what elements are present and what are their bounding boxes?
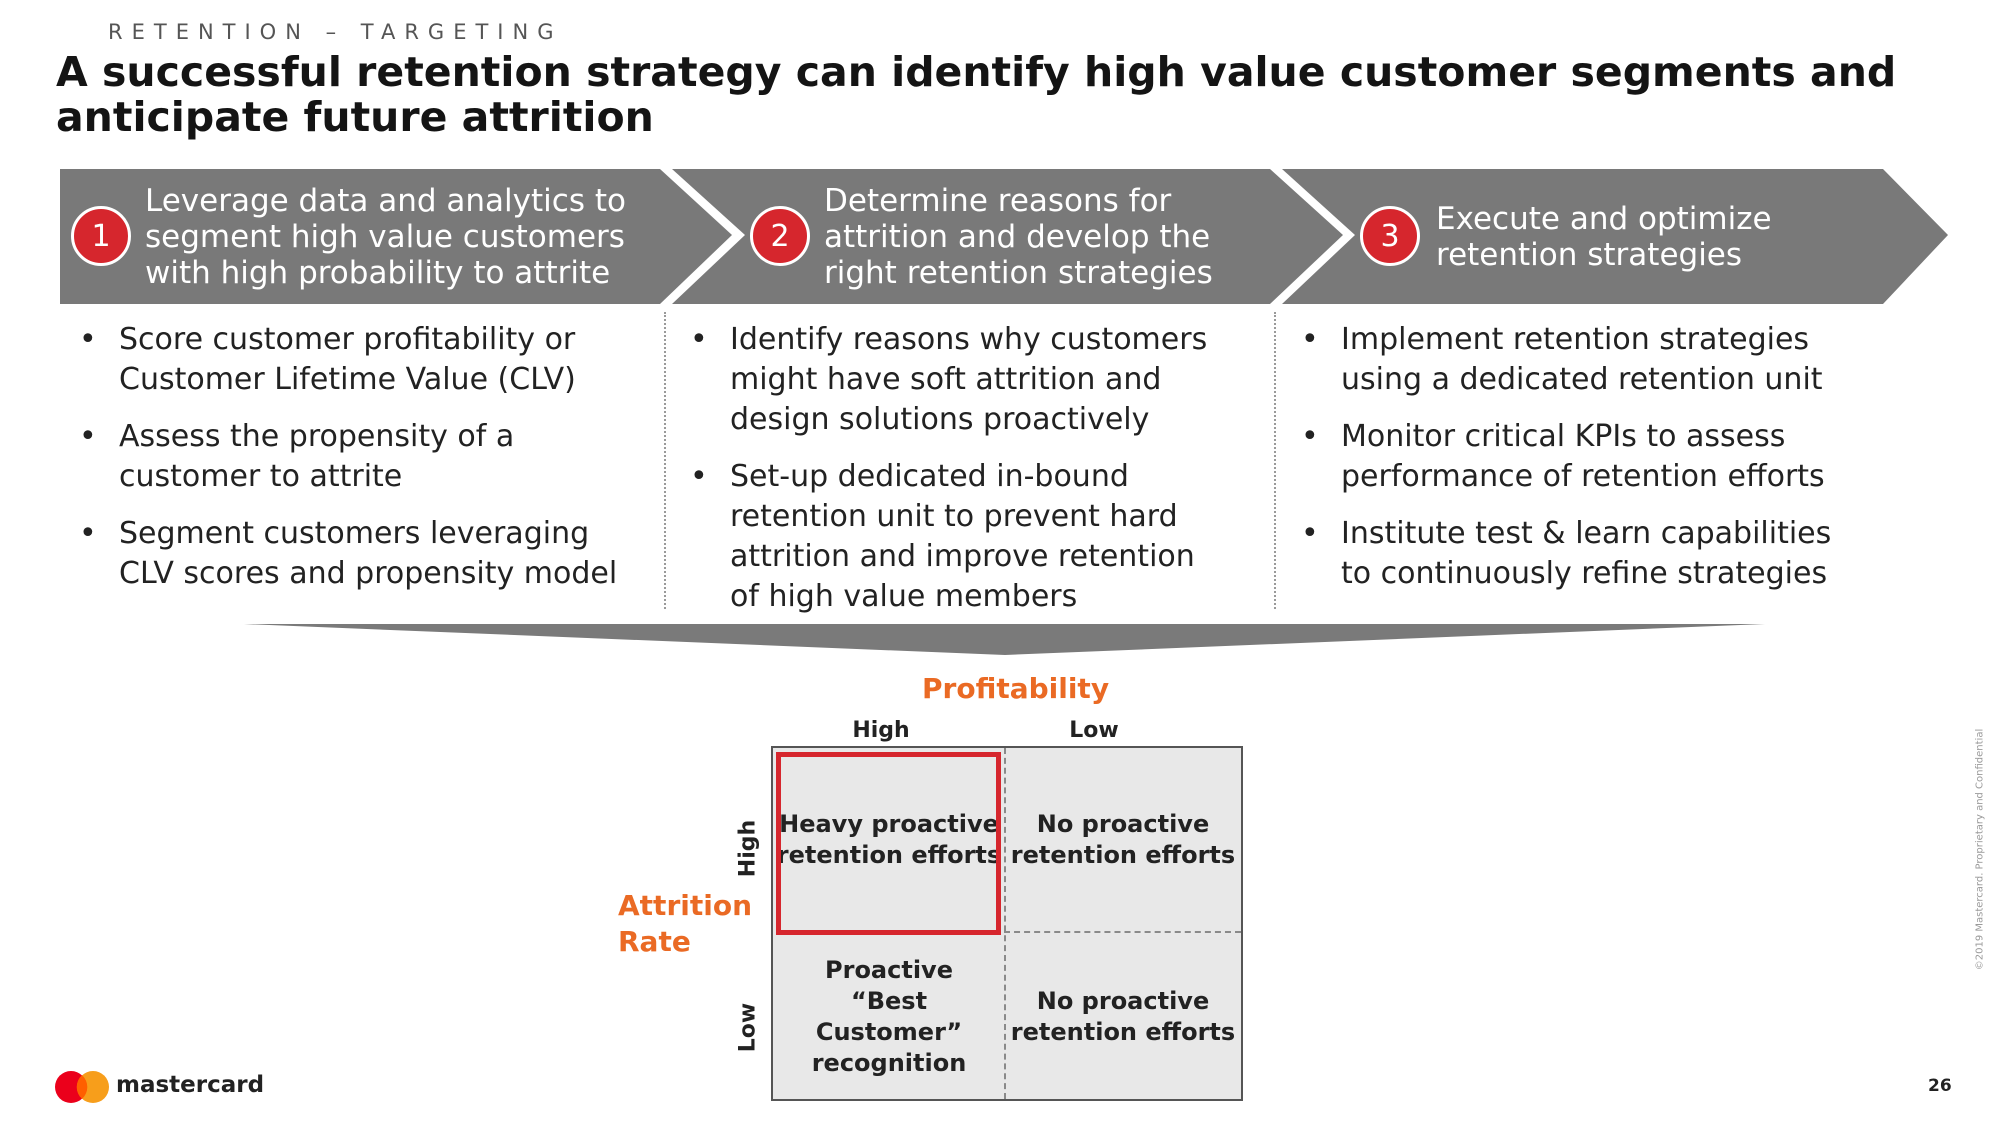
step-1-title: Leverage data and analytics to segment h… [145,183,626,291]
funnel-bar [244,624,1765,655]
step-2-title-line: Determine reasons for [824,183,1172,219]
matrix-horizontal-divider [1004,931,1241,933]
row-header-low: Low [735,1002,761,1053]
step-2-title-line: right retention strategies [824,255,1213,291]
step-2-title-line: attrition and develop the [824,219,1211,255]
step-1-bullets: Score customer profitability orCustomer … [79,320,617,611]
bullet-item: Score customer profitability orCustomer … [79,320,617,400]
mastercard-logo-icon [55,1071,109,1103]
step-1-title-line: with high probability to attrite [145,255,611,291]
matrix-cell-high-high: Heavy proactive retention efforts [776,810,1002,869]
matrix-cell-low-high: Proactive “Best Customer” recognition [811,955,967,1077]
step-1-number-badge: 1 [71,206,131,266]
step-1-title-line: segment high value customers [145,219,625,255]
column-divider [664,312,666,609]
matrix-vertical-divider [1004,748,1006,1099]
section-eyebrow: RETENTION – TARGETING [108,20,563,44]
copyright-notice: ©2019 Mastercard. Proprietary and Confid… [1974,728,1986,971]
attrition-rate-axis-label: Attrition Rate [618,888,752,960]
matrix-cell-high-low: No proactive retention efforts [1010,810,1236,869]
step-1-title-line: Leverage data and analytics to [145,183,626,219]
step-3-title-line: Execute and optimize [1436,201,1772,237]
chevron-step-1 [60,169,732,304]
step-3-title: Execute and optimize retention strategie… [1436,201,1772,273]
chevron-step-3 [1282,169,1948,304]
col-header-high: High [852,718,910,743]
attrition-rate-label-line: Rate [618,925,691,958]
retention-matrix: Heavy proactive retention efforts No pro… [771,746,1243,1101]
page-title: A successful retention strategy can iden… [56,48,1897,141]
column-divider [1274,312,1276,609]
step-3-number-badge: 3 [1360,206,1420,266]
highlight-box [776,752,1001,935]
row-header-high: High [735,819,761,878]
step-3-title-line: retention strategies [1436,237,1743,273]
col-header-low: Low [1069,718,1119,743]
matrix-cell-low-low: No proactive retention efforts [1010,986,1236,1046]
chevron-step-2 [672,169,1343,304]
profitability-axis-label: Profitability [922,672,1110,705]
bullet-item: Monitor critical KPIs to assessperforman… [1301,417,1831,497]
attrition-rate-label-line: Attrition [618,889,752,922]
process-chevrons [60,169,1948,655]
step-2-number-badge: 2 [750,206,810,266]
mastercard-wordmark: mastercard [116,1072,265,1098]
step-2-title: Determine reasons for attrition and deve… [824,183,1213,291]
page-number: 26 [1928,1076,1952,1096]
